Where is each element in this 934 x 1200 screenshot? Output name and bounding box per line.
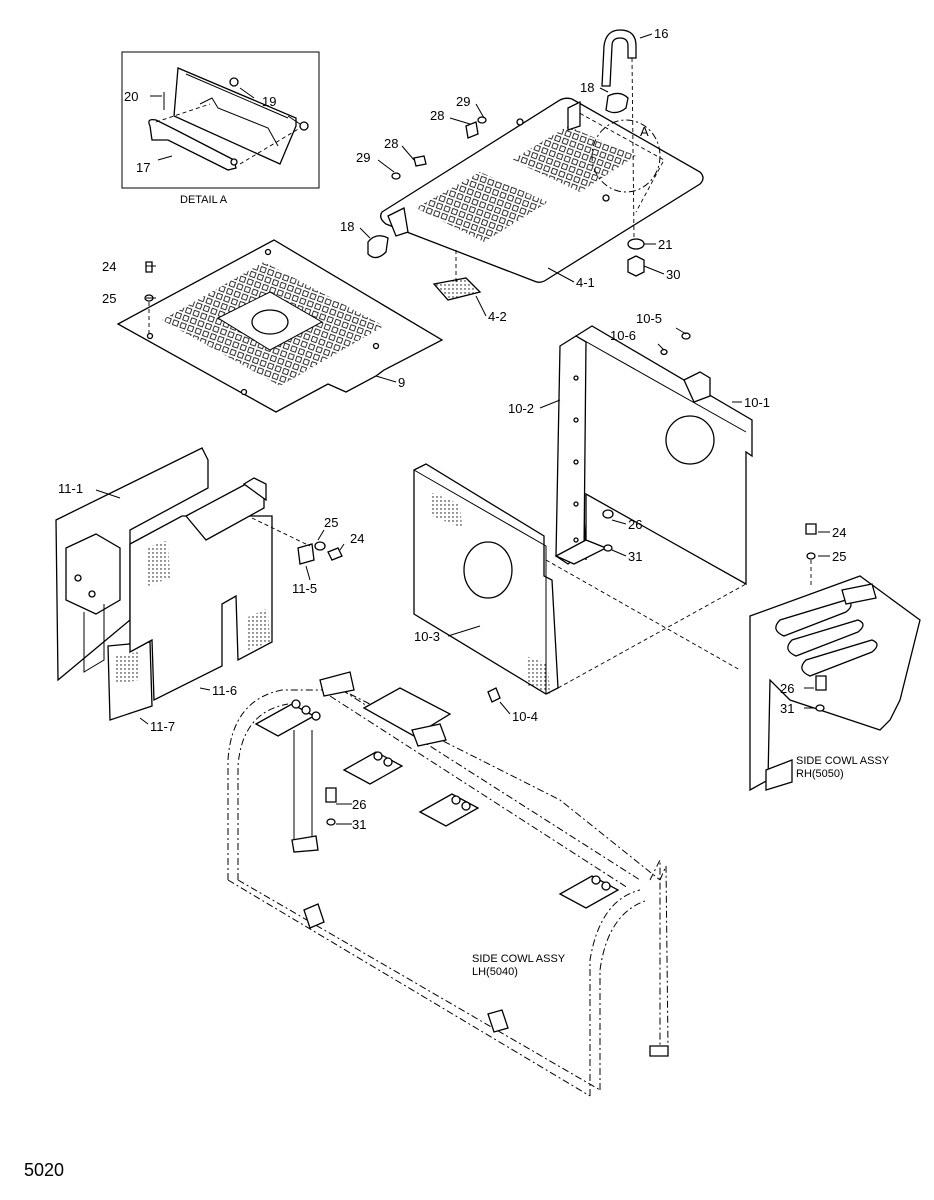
callout-24-center: 24: [350, 531, 364, 546]
callout-29-top: 29: [456, 94, 470, 109]
callout-26-mid: 26: [628, 517, 642, 532]
page-number: 5020: [24, 1160, 64, 1180]
callout-10-1: 10-1: [744, 395, 770, 410]
callout-18-top: 18: [580, 80, 594, 95]
detail-a-box: [121, 51, 320, 189]
detail-a-marker: A: [640, 124, 649, 139]
lh-assy-label-line2: LH(5040): [472, 966, 518, 978]
callout-4-2: 4-2: [488, 309, 507, 324]
callout-17: 17: [136, 160, 150, 175]
callout-28-mid: 28: [384, 136, 398, 151]
callout-26-right: 26: [780, 681, 794, 696]
side-cowl-lh: [227, 671, 669, 1097]
callout-31-right: 31: [780, 701, 794, 716]
callout-24-left: 24: [102, 259, 116, 274]
callout-10-2: 10-2: [508, 401, 534, 416]
callout-25-right: 25: [832, 549, 846, 564]
leader-lines: [95, 33, 830, 825]
side-panel-10-3: [413, 463, 747, 703]
detail-a-caption: DETAIL A: [180, 194, 228, 206]
callout-11-7: 11-7: [150, 719, 175, 734]
side-cowl-rh: [749, 523, 921, 792]
callout-4-1: 4-1: [576, 275, 595, 290]
rh-assy-label-line2: RH(5050): [796, 768, 844, 780]
callout-10-6: 10-6: [610, 328, 636, 343]
callout-29-mid: 29: [356, 150, 370, 165]
callout-19: 19: [262, 94, 276, 109]
callout-21: 21: [658, 237, 672, 252]
callout-31-bottom: 31: [352, 817, 366, 832]
callout-11-5: 11-5: [292, 581, 317, 596]
callout-11-1: 11-1: [58, 481, 83, 496]
callout-18-left: 18: [340, 219, 354, 234]
rh-assy-label-line1: SIDE COWL ASSY: [796, 755, 890, 767]
callout-10-4: 10-4: [512, 709, 538, 724]
callout-28-top: 28: [430, 108, 444, 123]
top-cover-assembly: [367, 29, 704, 301]
side-wall-11-1: [55, 447, 343, 721]
callout-11-6: 11-6: [212, 683, 237, 698]
callout-31-mid: 31: [628, 549, 642, 564]
base-plate-9: [116, 239, 444, 413]
callout-25-left: 25: [102, 291, 116, 306]
callout-9: 9: [398, 375, 405, 390]
callout-25-center: 25: [324, 515, 338, 530]
bracket-frame-10: [554, 325, 753, 586]
callout-24-right: 24: [832, 525, 846, 540]
callout-16: 16: [654, 26, 668, 41]
lh-assy-label-line1: SIDE COWL ASSY: [472, 953, 566, 965]
callout-10-3: 10-3: [414, 629, 440, 644]
callout-26-bottom: 26: [352, 797, 366, 812]
callout-10-5: 10-5: [636, 311, 662, 326]
callout-20: 20: [124, 89, 138, 104]
callout-30: 30: [666, 267, 680, 282]
